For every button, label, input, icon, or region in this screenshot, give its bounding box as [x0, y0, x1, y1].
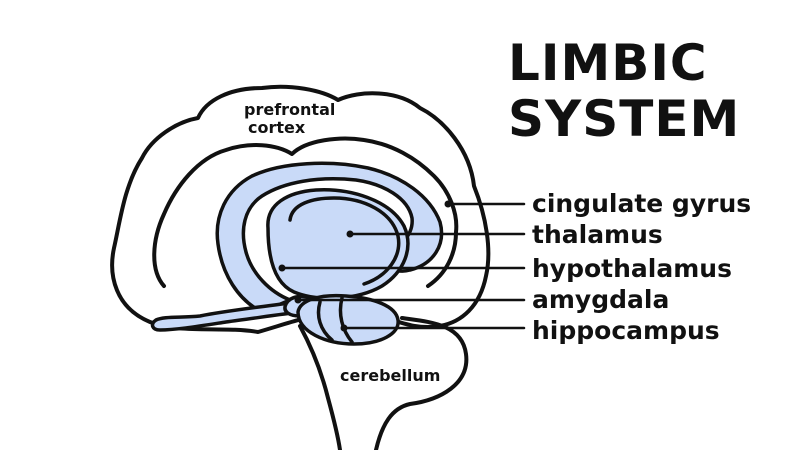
- hippocampus-pointer-dot: [340, 324, 348, 332]
- brain-stem-outline: [298, 324, 342, 450]
- hippocampus-ridges: [316, 296, 354, 344]
- label-amygdala: amygdala: [532, 285, 669, 314]
- thalamus-shape: [266, 188, 410, 300]
- cerebellum-outline: [374, 316, 469, 450]
- title-line-2: SYSTEM: [508, 90, 740, 148]
- thalamus-pointer-dot: [346, 230, 354, 238]
- cerebellum-label: cerebellum: [340, 366, 440, 385]
- fornix-shape: [150, 300, 302, 332]
- hypothalamus-pointer-dot: [278, 264, 286, 272]
- limbic-structures: [150, 161, 444, 346]
- pointer-lines: [278, 200, 526, 332]
- prefrontal-label-line-1: prefrontal: [244, 100, 335, 119]
- prefrontal-label-line-2: cortex: [248, 118, 306, 137]
- title-line-1: LIMBIC: [508, 34, 708, 92]
- thalamus-inner-contour: [288, 196, 401, 286]
- diagram-title: LIMBIC SYSTEM: [508, 34, 740, 148]
- label-hypothalamus: hypothalamus: [532, 254, 732, 283]
- cingulate-gyrus-pointer-dot: [444, 200, 452, 208]
- cortex-fold-outline: [152, 136, 459, 288]
- label-hippocampus: hippocampus: [532, 316, 720, 345]
- amygdala-pointer-dot: [294, 296, 302, 304]
- label-cingulate-gyrus: cingulate gyrus: [532, 189, 751, 218]
- label-thalamus: thalamus: [532, 220, 663, 249]
- structure-labels: cingulate gyrus thalamus hypothalamus am…: [532, 189, 751, 345]
